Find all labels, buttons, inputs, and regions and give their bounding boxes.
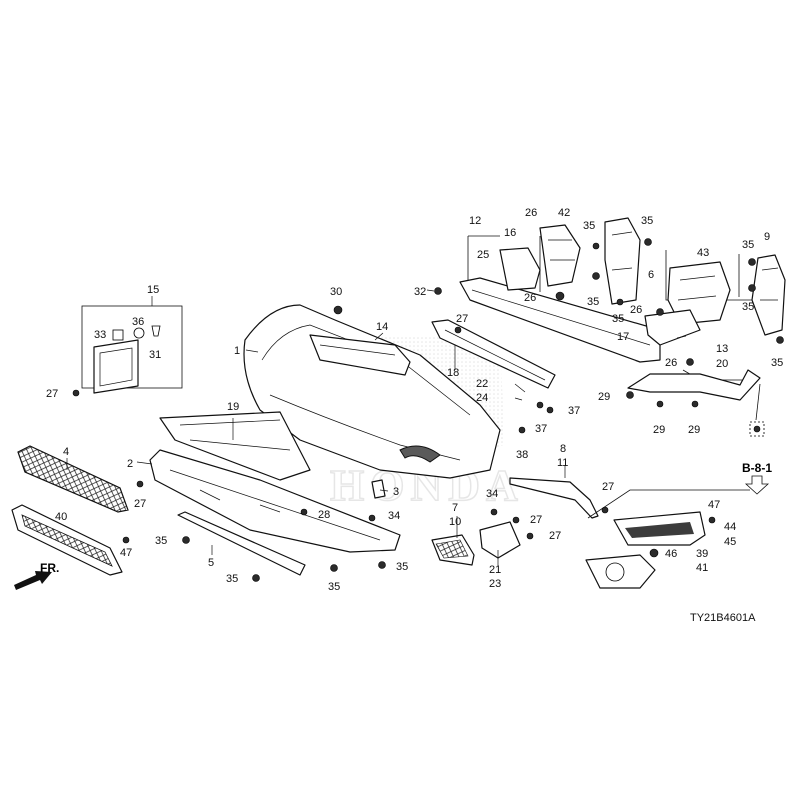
- label-25[interactable]: 25: [477, 249, 489, 261]
- label-26d[interactable]: 26: [665, 357, 677, 369]
- label-28[interactable]: 28: [318, 509, 330, 521]
- part-labels: 1 2 3 4 5 6 7 8 9 10 11 12 13 14 15 16 1…: [46, 207, 783, 593]
- label-22[interactable]: 22: [476, 378, 488, 390]
- label-35c[interactable]: 35: [587, 296, 599, 308]
- grille-frame: [11, 504, 123, 576]
- leader-lines: [66, 289, 687, 566]
- label-5[interactable]: 5: [208, 557, 214, 569]
- label-14[interactable]: 14: [376, 321, 388, 333]
- label-12[interactable]: 12: [469, 215, 481, 227]
- section-ref-arrow: B-8-1: [742, 421, 772, 495]
- label-34b[interactable]: 34: [388, 510, 400, 522]
- drawing-code: TY21B4601A: [690, 612, 756, 624]
- label-38[interactable]: 38: [516, 449, 528, 461]
- label-24[interactable]: 24: [476, 392, 488, 404]
- brackets-16-42: [499, 224, 581, 291]
- label-9[interactable]: 9: [764, 231, 770, 243]
- fog-cover: [431, 534, 475, 566]
- label-29c[interactable]: 29: [688, 424, 700, 436]
- label-35e[interactable]: 35: [742, 239, 754, 251]
- label-39[interactable]: 39: [696, 548, 708, 560]
- label-8[interactable]: 8: [560, 443, 566, 455]
- label-46[interactable]: 46: [665, 548, 677, 560]
- label-35d[interactable]: 35: [612, 313, 624, 325]
- label-26c[interactable]: 26: [630, 304, 642, 316]
- label-32[interactable]: 32: [414, 286, 426, 298]
- label-27d[interactable]: 27: [530, 514, 542, 526]
- bracket-6: [604, 217, 641, 305]
- label-36[interactable]: 36: [132, 316, 144, 328]
- side-garnish: [509, 477, 599, 519]
- label-29a[interactable]: 29: [598, 391, 610, 403]
- label-21[interactable]: 21: [489, 564, 501, 576]
- label-27c[interactable]: 27: [134, 498, 146, 510]
- label-17[interactable]: 17: [617, 331, 629, 343]
- label-43[interactable]: 43: [697, 247, 709, 259]
- bracket-43-17: [644, 261, 731, 346]
- label-44[interactable]: 44: [724, 521, 736, 533]
- side-spacer: [627, 369, 761, 401]
- fog-light-garnish-group: [585, 489, 750, 589]
- fog-bracket: [479, 521, 521, 559]
- label-26a[interactable]: 26: [525, 207, 537, 219]
- label-6[interactable]: 6: [648, 269, 654, 281]
- label-27f[interactable]: 27: [602, 481, 614, 493]
- label-41[interactable]: 41: [696, 562, 708, 574]
- label-2[interactable]: 2: [127, 458, 133, 470]
- label-35a[interactable]: 35: [583, 220, 595, 232]
- label-35b[interactable]: 35: [641, 215, 653, 227]
- label-30[interactable]: 30: [330, 286, 342, 298]
- label-16[interactable]: 16: [504, 227, 516, 239]
- label-31[interactable]: 31: [149, 349, 161, 361]
- label-47b[interactable]: 47: [120, 547, 132, 559]
- license-plate-bracket-group: [81, 305, 183, 394]
- label-10[interactable]: 10: [449, 516, 461, 528]
- label-20[interactable]: 20: [716, 358, 728, 370]
- label-4[interactable]: 4: [63, 446, 69, 458]
- label-1[interactable]: 1: [234, 345, 240, 357]
- label-23[interactable]: 23: [489, 578, 501, 590]
- label-27e[interactable]: 27: [549, 530, 561, 542]
- label-33[interactable]: 33: [94, 329, 106, 341]
- label-35h[interactable]: 35: [155, 535, 167, 547]
- label-45[interactable]: 45: [724, 536, 736, 548]
- front-bumper-face: [243, 304, 501, 499]
- section-ref[interactable]: B-8-1: [742, 461, 772, 475]
- side-bracket-9: [751, 254, 786, 336]
- label-42[interactable]: 42: [558, 207, 570, 219]
- lower-grille: [17, 445, 129, 513]
- label-19[interactable]: 19: [227, 401, 239, 413]
- label-27b[interactable]: 27: [456, 313, 468, 325]
- label-26b[interactable]: 26: [524, 292, 536, 304]
- label-13[interactable]: 13: [716, 343, 728, 355]
- label-27a[interactable]: 27: [46, 388, 58, 400]
- label-15[interactable]: 15: [147, 284, 159, 296]
- label-40[interactable]: 40: [55, 511, 67, 523]
- label-34a[interactable]: 34: [486, 488, 498, 500]
- label-37b[interactable]: 37: [535, 423, 547, 435]
- label-47a[interactable]: 47: [708, 499, 720, 511]
- upper-absorber: [309, 334, 411, 376]
- label-35g[interactable]: 35: [771, 357, 783, 369]
- fasteners: [72, 238, 784, 582]
- spoiler-strip: [177, 511, 306, 576]
- label-29b[interactable]: 29: [653, 424, 665, 436]
- label-35i[interactable]: 35: [226, 573, 238, 585]
- front-direction-marker: FR.: [14, 561, 59, 590]
- undercover: [159, 411, 311, 481]
- lower-lip: [149, 449, 401, 553]
- upper-beam: [459, 277, 661, 363]
- label-3[interactable]: 3: [393, 486, 399, 498]
- bumper-reinforcement: [431, 319, 556, 389]
- label-11[interactable]: 11: [557, 457, 568, 469]
- label-35f[interactable]: 35: [742, 301, 754, 313]
- label-35j[interactable]: 35: [328, 581, 340, 593]
- label-35k[interactable]: 35: [396, 561, 408, 573]
- label-18[interactable]: 18: [447, 367, 459, 379]
- label-37a[interactable]: 37: [568, 405, 580, 417]
- front-label: FR.: [40, 561, 59, 575]
- label-7[interactable]: 7: [452, 502, 458, 514]
